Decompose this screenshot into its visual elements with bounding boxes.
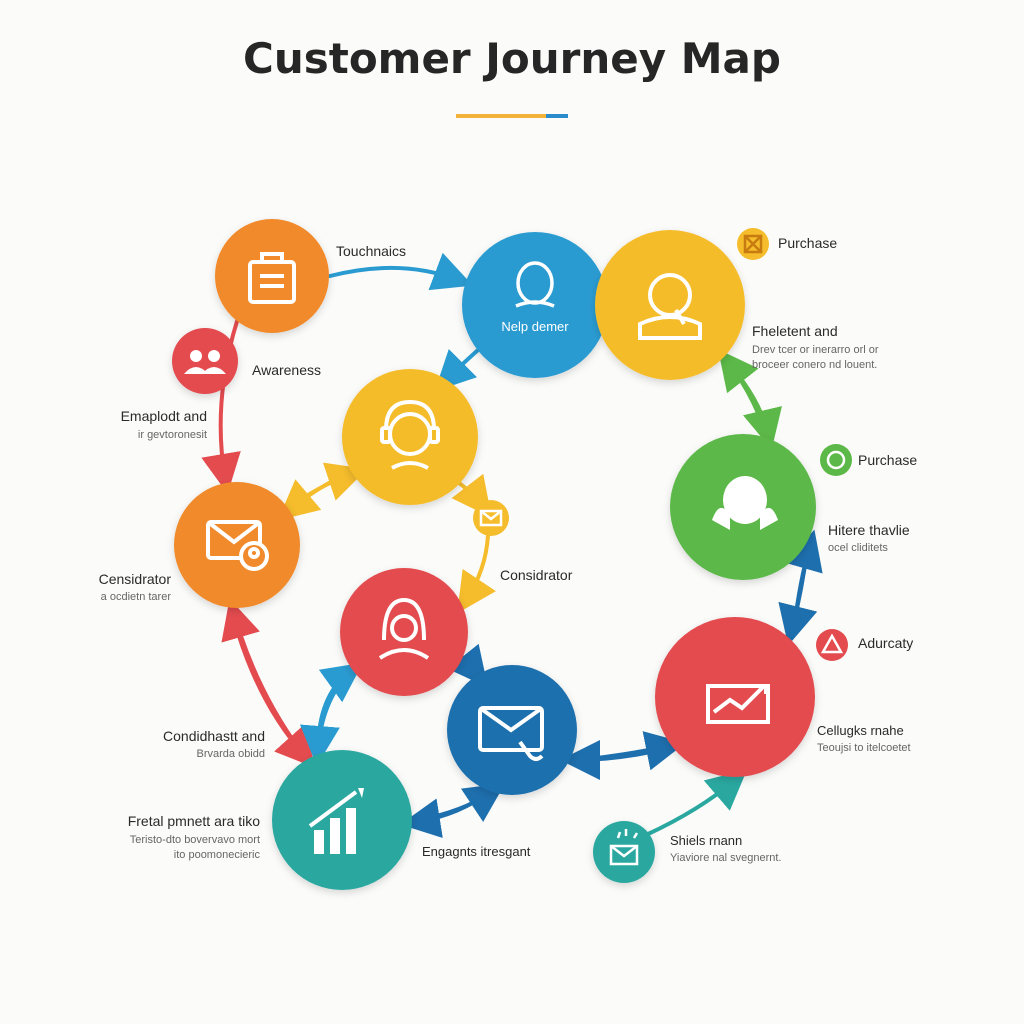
label-purchase-top: Purchase [778, 235, 837, 251]
labels: Touchnaics Awareness Purchase Fheletent … [99, 235, 918, 864]
node-purchase-top [595, 230, 745, 380]
node-awareness [172, 328, 238, 394]
chart-card-icon [706, 684, 770, 724]
node-mini-mail [473, 500, 509, 536]
arrow-shiels-advocacy [644, 769, 748, 837]
label-condidhastt-sub: Brvarda obidd [197, 748, 266, 760]
connectors [201, 252, 823, 838]
nelp-demer-label: Nelp demer [501, 319, 569, 334]
label-fretal-head: Fretal pmnett ara tiko [128, 813, 260, 829]
label-shiels-head: Shiels rnann [670, 833, 742, 848]
label-cellugks-head: Cellugks rnahe [817, 723, 904, 738]
person-icon [515, 261, 555, 308]
purchase-top-badge [737, 228, 769, 260]
label-shiels-sub: Yiaviore nal svegnernt. [670, 852, 782, 864]
node-navy-mail [447, 665, 577, 795]
label-fheletent-sub2: broceer conero nd louent. [752, 359, 877, 371]
arrow-minimail-red [457, 533, 496, 614]
image-frame-icon [743, 234, 763, 254]
arrow-nelp-to-yellow [434, 348, 480, 392]
page-title: Customer Journey Map [243, 34, 781, 83]
arrow-consid-yellow [298, 462, 368, 502]
email-sparkle-icon [609, 829, 639, 866]
label-emaplodt-head: Emaplodt and [121, 408, 207, 424]
person-hands-icon [712, 476, 778, 530]
label-fheletent-head: Fheletent and [752, 323, 838, 339]
label-considrator-left-sub: a ocdietn tarer [101, 591, 172, 603]
node-advocacy-big [655, 617, 815, 777]
arrow-red-teal [299, 670, 352, 766]
label-hitere-sub: ocel cliditets [828, 542, 888, 554]
people-icon [184, 350, 226, 374]
arrow-awareness-down [201, 316, 241, 494]
label-emaplodt-sub: ir gevtoronesit [138, 429, 207, 441]
triangle-icon [820, 633, 844, 654]
arrow-green-purchase [718, 349, 767, 432]
underline-yellow [456, 114, 546, 118]
email-hand-icon [478, 706, 544, 761]
label-awareness: Awareness [252, 362, 321, 378]
arrow-teal-navy [416, 783, 506, 822]
node-considrator-left [174, 482, 300, 608]
arrow-advocacy-navy [560, 739, 670, 780]
face-icon [826, 450, 846, 470]
node-shiels [593, 821, 655, 883]
person-headphones-icon [380, 399, 440, 470]
node-center-yellow [342, 369, 478, 505]
person-hijab-icon [378, 597, 430, 660]
node-red-mid [340, 568, 468, 696]
label-fretal-sub1: Teristo-dto bovervavo mort [130, 834, 260, 846]
node-nelp-demer: Nelp demer [462, 232, 608, 378]
title-underline [456, 114, 568, 118]
arrow-teal-consid [221, 598, 302, 752]
underline-blue [545, 114, 568, 118]
arrow-advocacy-green [784, 529, 823, 630]
label-fheletent-sub1: Drev tcer or inerarro orl or [752, 344, 879, 356]
briefcase-icon [248, 252, 296, 304]
label-considrator-mid: Considrator [500, 567, 573, 583]
adurcaty-badge [816, 629, 848, 661]
label-touchnaics: Touchnaics [336, 243, 406, 259]
email-icon [479, 509, 503, 527]
purchase-green-badge [820, 444, 852, 476]
label-adurcaty: Adurcaty [858, 635, 913, 651]
label-considrator-left: Censidrator [99, 571, 172, 587]
label-fretal-sub2: ito poomonecieric [174, 849, 261, 861]
label-condidhastt-head: Condidhastt and [163, 728, 265, 744]
bar-chart-icon [308, 788, 364, 854]
label-cellugks-sub: Teoujsi to itelcoetet [817, 742, 911, 754]
node-green-right [670, 434, 816, 580]
arrow-teal-red [316, 662, 363, 754]
person-thinking-icon [638, 273, 702, 340]
label-engagemt: Engagnts itresgant [422, 844, 531, 859]
arrow-touch-to-nelp [328, 252, 473, 291]
label-purchase-green: Purchase [858, 452, 917, 468]
node-touchnaics [215, 219, 329, 333]
node-teal-chart [272, 750, 412, 890]
label-hitere-head: Hitere thavlie [828, 522, 910, 538]
email-user-icon [206, 520, 269, 571]
